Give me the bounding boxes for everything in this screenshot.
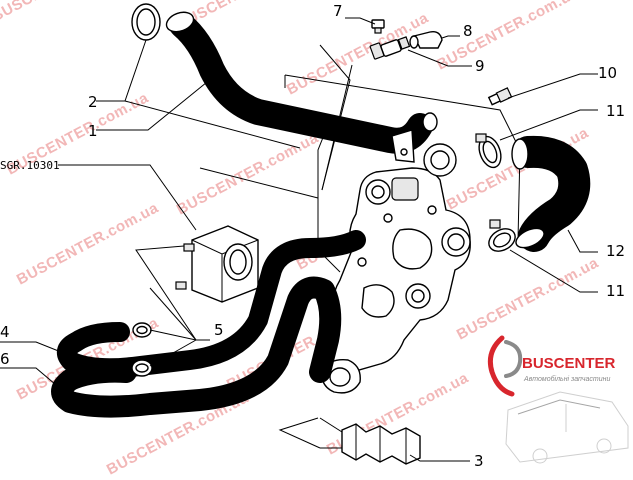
hose-clamp-5b: [131, 359, 153, 377]
o-ring-inner: [136, 8, 156, 36]
callout-7: 7: [333, 2, 343, 20]
callout-labels: 2 1 SGR.10301 4 6 5 3 7 8 9 10 11 12 11: [0, 2, 625, 470]
watermark: BUSCENTER.com.ua: [454, 254, 602, 343]
callout-code: SGR.10301: [0, 159, 60, 172]
watermark: BUSCENTER.com.ua: [434, 0, 582, 74]
upper-hose: [165, 11, 438, 163]
thermostat-housing: [321, 143, 471, 394]
callout-1: 1: [88, 122, 98, 140]
watermark: BUSCENTER.com.ua: [284, 9, 432, 98]
sensor-10: [487, 87, 513, 106]
watermark: BUSCENTER.com.ua: [174, 129, 322, 218]
oil-cooler: [175, 225, 259, 303]
logo-swoosh-red: [487, 335, 515, 397]
callout-6: 6: [0, 350, 10, 368]
logo-brand: BUSCENTER: [522, 355, 616, 372]
callout-9: 9: [475, 57, 485, 75]
right-hose: [511, 135, 591, 252]
fitting-8: [409, 30, 443, 49]
callout-11-upper: 11: [606, 102, 625, 120]
callout-3: 3: [474, 452, 484, 470]
callout-2: 2: [88, 93, 98, 111]
bracket-3: [341, 423, 421, 465]
bus-illustration: [505, 391, 629, 464]
callout-10: 10: [598, 64, 617, 82]
callout-8: 8: [463, 22, 473, 40]
lower-hose-4: [56, 230, 366, 379]
callout-11-lower: 11: [606, 282, 625, 300]
watermark: BUSCENTER.com.ua: [14, 199, 162, 288]
callout-4: 4: [0, 323, 10, 341]
hose-clamp-5a: [132, 322, 152, 338]
callout-12: 12: [606, 242, 625, 260]
plug-7: [371, 19, 385, 34]
logo-swoosh-gray: [504, 340, 523, 378]
callout-5: 5: [214, 321, 224, 339]
sensor-9: [369, 36, 411, 60]
watermark: BUSCENTER.com.ua: [0, 0, 137, 26]
hose-clamp-upper: [475, 133, 502, 169]
logo-tagline: Автомобільні запчастини: [523, 375, 610, 383]
lower-hose-6: [51, 276, 342, 418]
buscenter-logo: BUSCENTER Автомобільні запчастини: [487, 335, 616, 397]
hose-clamp-lower: [488, 219, 516, 252]
leader-lines: [0, 17, 598, 462]
